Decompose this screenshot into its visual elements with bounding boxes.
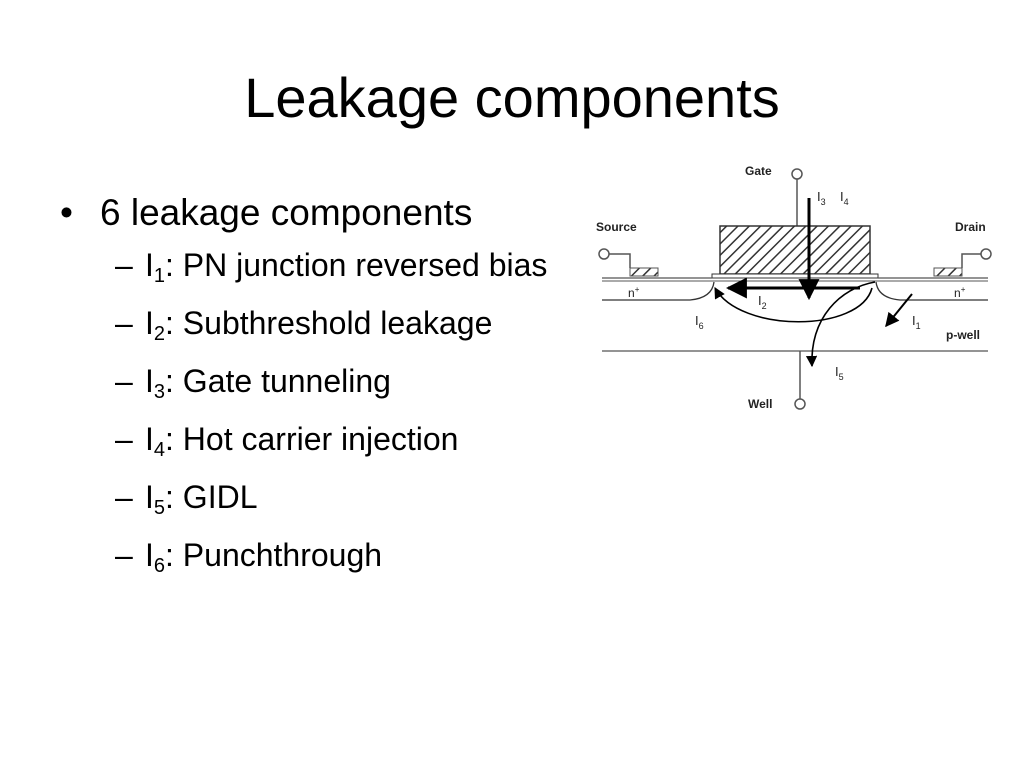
drain-wire (961, 253, 981, 268)
current-symbol: I (145, 479, 154, 515)
i6-label: I6 (695, 313, 704, 331)
drain-nplus-label: n+ (954, 285, 966, 300)
current-subscript: 6 (153, 555, 166, 577)
sub-bullet-text: : GIDL (165, 479, 258, 515)
sub-bullet-i1: – I1: PN junction reversed bias (115, 242, 580, 288)
sub-bullet-text: : Subthreshold leakage (165, 305, 493, 341)
i1-arrow (885, 293, 913, 328)
i5-arrow (805, 281, 876, 368)
gate-electrode (719, 225, 871, 275)
gate-oxide (711, 273, 879, 279)
i5-label: I5 (835, 364, 844, 382)
i1-label: I1 (912, 313, 921, 331)
sub-bullet-text: : Hot carrier injection (165, 421, 459, 457)
current-subscript: 1 (153, 265, 166, 287)
current-symbol: I (145, 421, 154, 457)
source-wire (609, 253, 631, 268)
i2-label: I2 (758, 293, 767, 311)
sub-bullet-i6: – I6: Punchthrough (115, 532, 580, 578)
bullet-marker: • (60, 192, 73, 233)
current-subscript: 4 (153, 439, 166, 461)
current-symbol: I (145, 537, 154, 573)
drain-terminal-icon (980, 248, 992, 260)
sub-bullet-i2: – I2: Subthreshold leakage (115, 300, 580, 346)
sub-bullet-text: : PN junction reversed bias (165, 247, 548, 283)
dash-marker: – (115, 305, 133, 341)
i6-arrow (714, 287, 873, 323)
well-label: Well (748, 397, 772, 411)
sub-bullet-text: : Gate tunneling (165, 363, 391, 399)
dash-marker: – (115, 537, 133, 573)
dash-marker: – (115, 479, 133, 515)
current-subscript: 5 (153, 497, 166, 519)
sub-bullet-i4: – I4: Hot carrier injection (115, 416, 580, 462)
current-symbol: I (145, 247, 154, 283)
bullet-main-text: 6 leakage components (100, 192, 473, 233)
sub-bullet-i5: – I5: GIDL (115, 474, 580, 520)
bullet-main: • 6 leakage components (60, 190, 580, 236)
current-symbol: I (145, 363, 154, 399)
source-nplus-label: n+ (628, 285, 640, 300)
well-terminal-icon (794, 398, 806, 410)
source-label: Source (596, 220, 637, 234)
i3-label: I3 (817, 189, 826, 207)
bullet-list: • 6 leakage components – I1: PN junction… (60, 190, 580, 590)
source-contact (629, 267, 659, 277)
mosfet-leakage-diagram: Gate Source Drain n+ n+ p-well Well (596, 164, 992, 411)
sub-bullet-text: : Punchthrough (165, 537, 383, 573)
source-terminal-icon (598, 248, 610, 260)
i4-label: I4 (840, 189, 849, 207)
current-subscript: 3 (153, 381, 166, 403)
drain-contact (933, 267, 963, 277)
gate-terminal-icon (791, 168, 803, 180)
dash-marker: – (115, 363, 133, 399)
current-symbol: I (145, 305, 154, 341)
pwell-label: p-well (946, 328, 980, 342)
current-subscript: 2 (153, 323, 166, 345)
dash-marker: – (115, 247, 133, 283)
gate-label: Gate (745, 164, 772, 178)
sub-bullet-i3: – I3: Gate tunneling (115, 358, 580, 404)
drain-nplus-region (875, 281, 988, 301)
drain-label: Drain (955, 220, 986, 234)
slide-title: Leakage components (244, 66, 780, 129)
dash-marker: – (115, 421, 133, 457)
source-nplus-region (602, 281, 715, 301)
